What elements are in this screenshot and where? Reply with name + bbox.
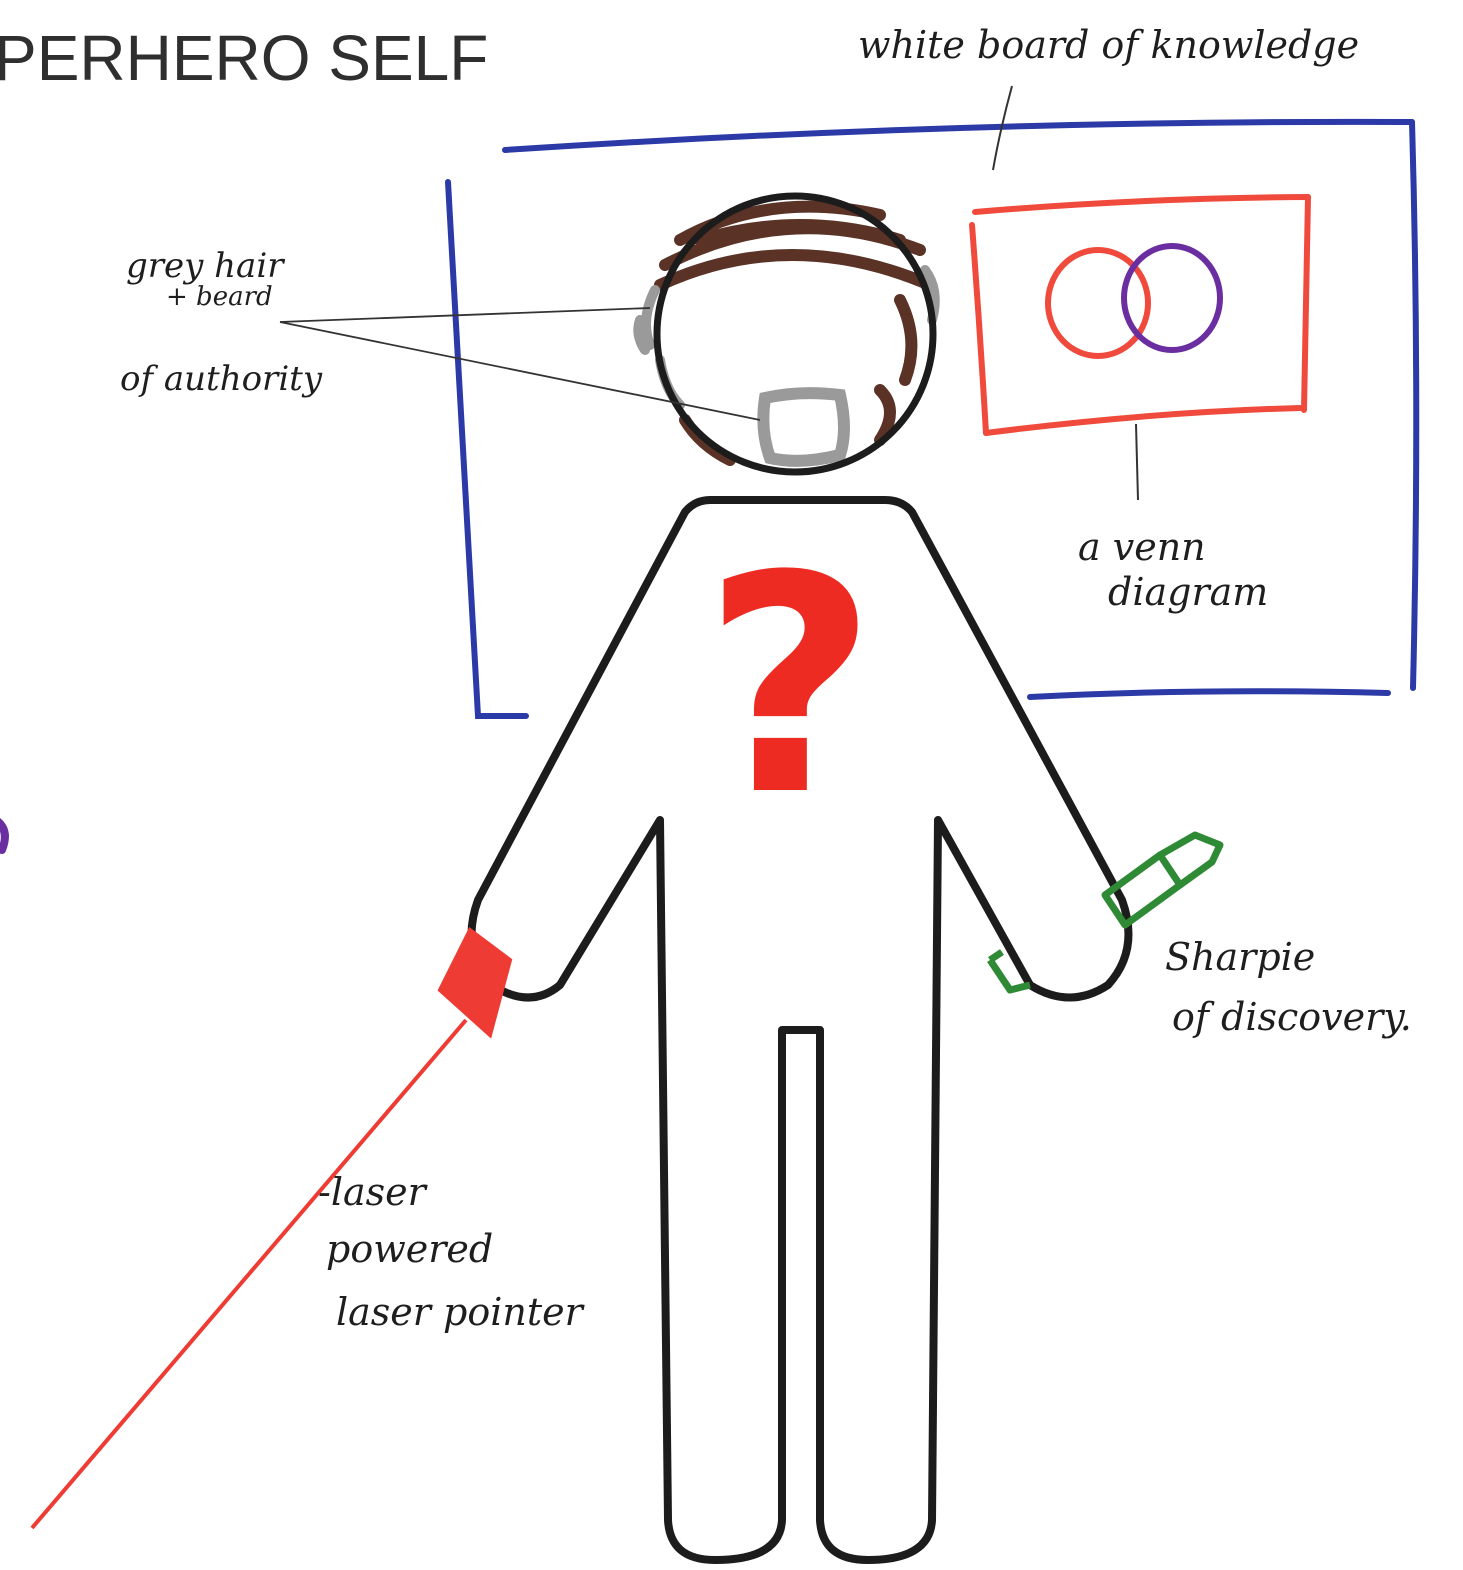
venn-frame — [972, 197, 1308, 433]
head-outline — [657, 196, 933, 472]
whiteboard-label: white board of knowledge — [858, 23, 1359, 67]
sharpie-cap — [1105, 855, 1180, 925]
page-title: PERHERO SELF — [0, 22, 488, 94]
laser-label-line1: -laser — [318, 1170, 429, 1214]
grey-beard — [763, 393, 844, 461]
hair-label-line2: + beard — [166, 282, 273, 312]
laser-beam — [32, 1020, 466, 1528]
whiteboard-bottom-edge — [1030, 691, 1388, 697]
venn-label-line1: a venn — [1078, 525, 1206, 569]
venn-right-circle — [1124, 246, 1220, 350]
whiteboard-left-edge — [448, 182, 526, 716]
hair-scribble — [660, 207, 930, 460]
whiteboard-top-edge — [505, 122, 1412, 150]
hair-label-line1: grey hair — [126, 246, 285, 286]
hair-label-line3: of authority — [120, 359, 323, 399]
grey-hair-scribble — [638, 270, 934, 405]
whiteboard — [448, 122, 1416, 716]
purple-edge-mark — [0, 820, 5, 850]
laser-label-line2: powered — [326, 1227, 493, 1271]
venn-label-line2: diagram — [1108, 570, 1268, 614]
laser-pointer-body — [440, 930, 510, 1035]
whiteboard-right-edge — [1412, 122, 1416, 688]
sharpie-tip — [1160, 835, 1220, 885]
sharpie-label-line2: of discovery. — [1172, 995, 1412, 1039]
laser-label-line3: laser pointer — [336, 1290, 586, 1334]
chest-question-mark: ? — [703, 512, 877, 861]
venn-leader-line — [1136, 424, 1138, 500]
hair-leader-lines — [280, 308, 760, 420]
sharpie-label-line1: Sharpie — [1165, 935, 1315, 979]
